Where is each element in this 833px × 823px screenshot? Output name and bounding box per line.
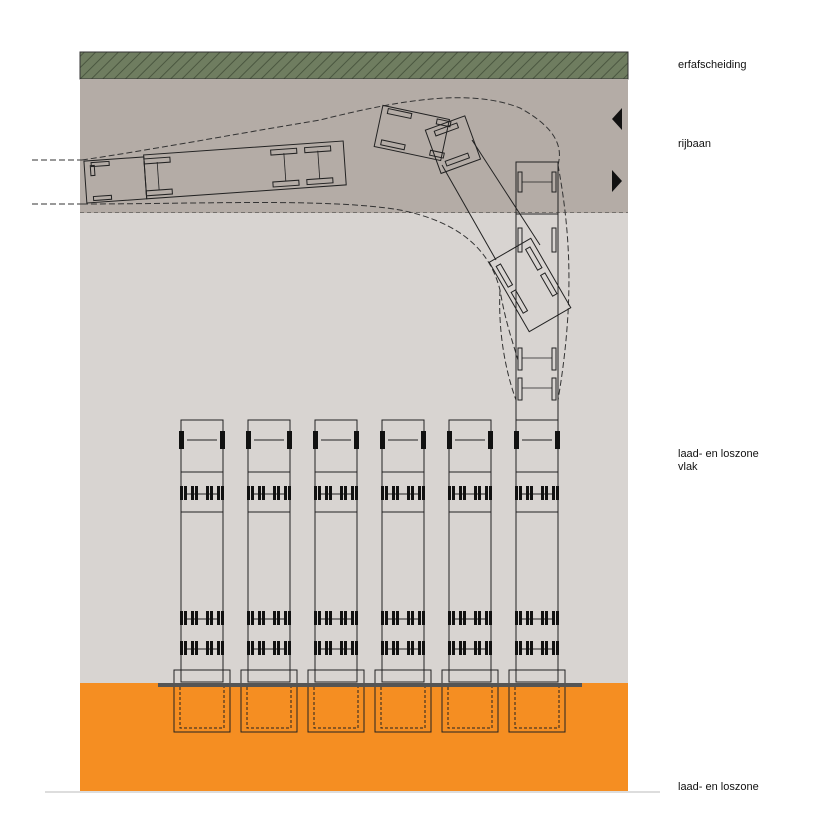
label-yard: laad- en loszone vlak: [678, 448, 759, 474]
maneuver-trailer-turn: [488, 237, 572, 333]
swept-path: [32, 97, 570, 401]
label-yard-line2: vlak: [678, 461, 698, 473]
label-road: rijbaan: [678, 138, 712, 150]
label-fence: erfafscheiding: [678, 59, 747, 71]
maneuver-cab-turn: [373, 104, 452, 162]
dock-zone: [80, 683, 628, 791]
label-dock: laad- en loszone: [678, 781, 759, 793]
maneuver-trailer-head: [424, 115, 482, 175]
triangle-right-icon: [612, 170, 622, 192]
fence-strip: [79, 51, 629, 80]
label-yard-line1: laad- en loszone: [678, 448, 759, 460]
road-zone: [80, 79, 628, 213]
triangle-left-icon: [612, 108, 622, 130]
maneuver-truck-road: [83, 140, 347, 204]
